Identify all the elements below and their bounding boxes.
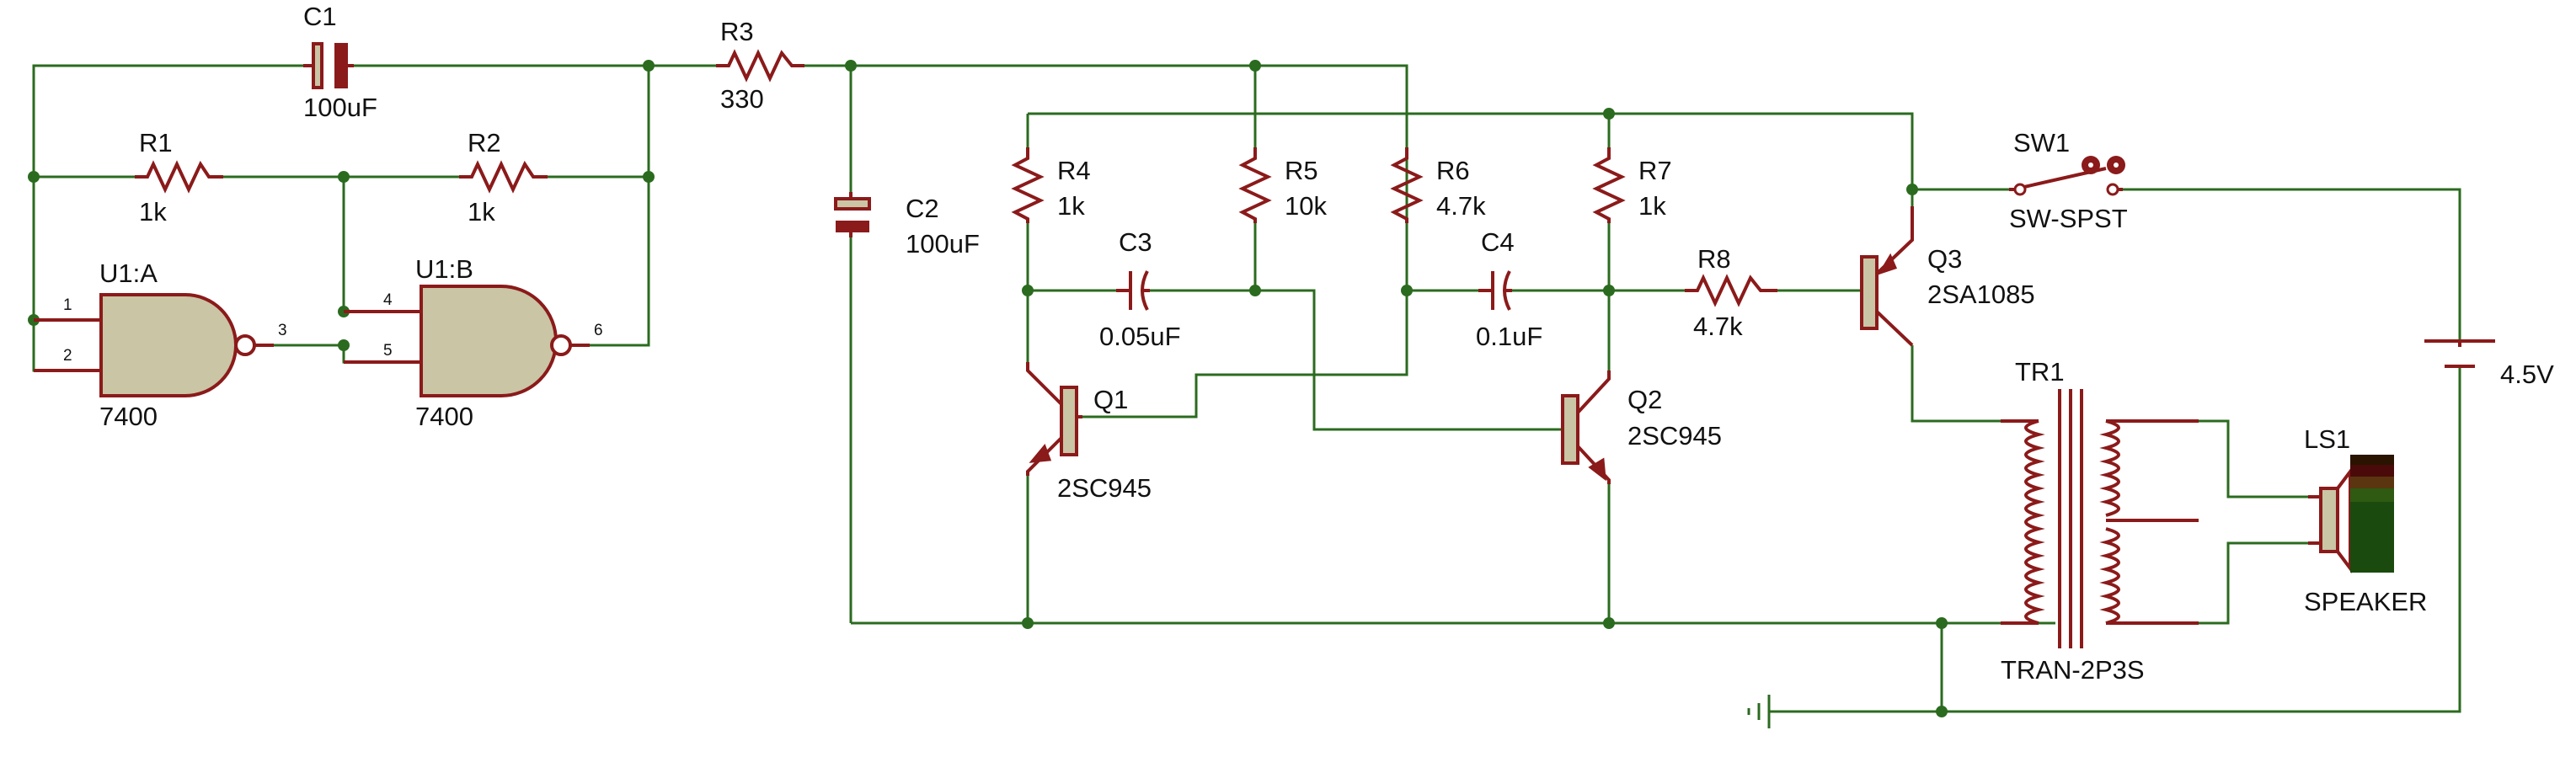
r6-value: 4.7k — [1436, 191, 1486, 221]
r4-value: 1k — [1057, 191, 1085, 221]
capacitor-c2[interactable]: C2 100uF — [834, 192, 980, 259]
battery[interactable]: 4.5V — [2424, 339, 2554, 389]
u1b-pin6: 6 — [594, 322, 603, 339]
nand-gate-u1b[interactable]: 4 5 6 U1:B 7400 — [344, 254, 603, 431]
junction-dot — [643, 171, 655, 183]
c1-value: 100uF — [303, 93, 377, 122]
r1-value: 1k — [139, 197, 167, 227]
u1a-ref: U1:A — [99, 259, 158, 288]
u1a-pin2: 2 — [63, 347, 72, 365]
resistor-r1[interactable]: R1 1k — [135, 128, 223, 227]
resistor-r3[interactable]: R3 330 — [716, 17, 804, 114]
r7-value: 1k — [1638, 191, 1666, 221]
junction-dot — [1022, 617, 1034, 629]
r8-value: 4.7k — [1693, 312, 1743, 341]
c2-ref: C2 — [906, 194, 939, 223]
u1b-ref: U1:B — [415, 254, 473, 284]
battery-value: 4.5V — [2500, 360, 2554, 389]
resistor-r8[interactable]: R8 4.7k — [1685, 244, 1777, 341]
r3-value: 330 — [720, 84, 764, 114]
q2-ref: Q2 — [1627, 385, 1662, 414]
c4-value: 0.1uF — [1476, 322, 1542, 351]
transistor-q3[interactable]: Q3 2SA1085 — [1860, 206, 2035, 347]
r8-ref: R8 — [1697, 244, 1731, 274]
r4-ref: R4 — [1057, 156, 1091, 185]
r1-ref: R1 — [139, 128, 173, 157]
junction-dot — [1936, 706, 1948, 717]
r6-ref: R6 — [1436, 156, 1470, 185]
c3-ref: C3 — [1119, 227, 1152, 257]
q1-value: 2SC945 — [1057, 473, 1152, 503]
u1a-pin3: 3 — [278, 322, 287, 339]
u1b-pin4: 4 — [383, 291, 393, 309]
r5-value: 10k — [1285, 191, 1327, 221]
c4-ref: C4 — [1481, 227, 1515, 257]
junction-dot — [338, 171, 350, 183]
junction-dot — [643, 60, 655, 72]
r7-ref: R7 — [1638, 156, 1672, 185]
speaker-level-bar — [2350, 455, 2394, 573]
transformer-tr1[interactable]: TR1 TRAN-2P3S — [2001, 357, 2199, 685]
sw1-value: SW-SPST — [2009, 204, 2128, 233]
junction-dot — [1603, 617, 1615, 629]
c3-value: 0.05uF — [1099, 322, 1181, 351]
junction-dot — [1906, 184, 1918, 195]
u1a-pin1: 1 — [63, 296, 72, 314]
r3-ref: R3 — [720, 17, 754, 46]
resistor-r6[interactable]: R6 4.7k — [1390, 147, 1486, 223]
resistor-r7[interactable]: R7 1k — [1592, 147, 1672, 223]
capacitor-c1[interactable]: C1 100uF — [303, 2, 377, 122]
u1b-pin5: 5 — [383, 342, 393, 360]
transistor-q2[interactable]: Q2 2SC945 — [1561, 371, 1722, 484]
u1a-value: 7400 — [99, 402, 158, 431]
ls1-value: SPEAKER — [2304, 587, 2427, 616]
nand-gate-u1a[interactable]: 1 2 3 U1:A 7400 — [34, 259, 287, 431]
q3-ref: Q3 — [1927, 244, 1962, 274]
junction-dot — [845, 60, 857, 72]
junction-dot — [1603, 108, 1615, 120]
junction-dot — [1401, 285, 1413, 296]
tr1-ref: TR1 — [2015, 357, 2065, 386]
q1-ref: Q1 — [1093, 385, 1128, 414]
junction-dot — [1022, 285, 1034, 296]
junction-dot — [1249, 60, 1261, 72]
junction-dot — [28, 171, 40, 183]
junction-dot — [1936, 617, 1948, 629]
capacitor-c4[interactable]: C4 0.1uF — [1476, 227, 1542, 351]
junction-dot — [1249, 285, 1261, 296]
u1b-value: 7400 — [415, 402, 473, 431]
junction-dot — [338, 339, 350, 351]
capacitor-c3[interactable]: C3 0.05uF — [1099, 227, 1181, 351]
ground-symbol — [1747, 695, 1784, 728]
resistor-r2[interactable]: R2 1k — [459, 128, 548, 227]
q3-value: 2SA1085 — [1927, 280, 2035, 309]
sw1-ref: SW1 — [2013, 128, 2070, 157]
tr1-value: TRAN-2P3S — [2001, 655, 2145, 685]
r2-value: 1k — [468, 197, 495, 227]
r5-ref: R5 — [1285, 156, 1318, 185]
switch-sw1[interactable]: SW1 SW-SPST — [2009, 128, 2128, 233]
c2-value: 100uF — [906, 229, 980, 259]
speaker-ls1[interactable]: LS1 SPEAKER — [2304, 424, 2427, 616]
transistor-q1[interactable]: Q1 2SC945 — [1026, 362, 1152, 503]
junctions — [28, 60, 1948, 717]
resistor-r4[interactable]: R4 1k — [1011, 147, 1091, 223]
c1-ref: C1 — [303, 2, 337, 31]
junction-dot — [1603, 285, 1615, 296]
q2-value: 2SC945 — [1627, 421, 1722, 450]
r2-ref: R2 — [468, 128, 501, 157]
resistor-r5[interactable]: R5 10k — [1238, 147, 1327, 223]
ls1-ref: LS1 — [2304, 424, 2350, 454]
